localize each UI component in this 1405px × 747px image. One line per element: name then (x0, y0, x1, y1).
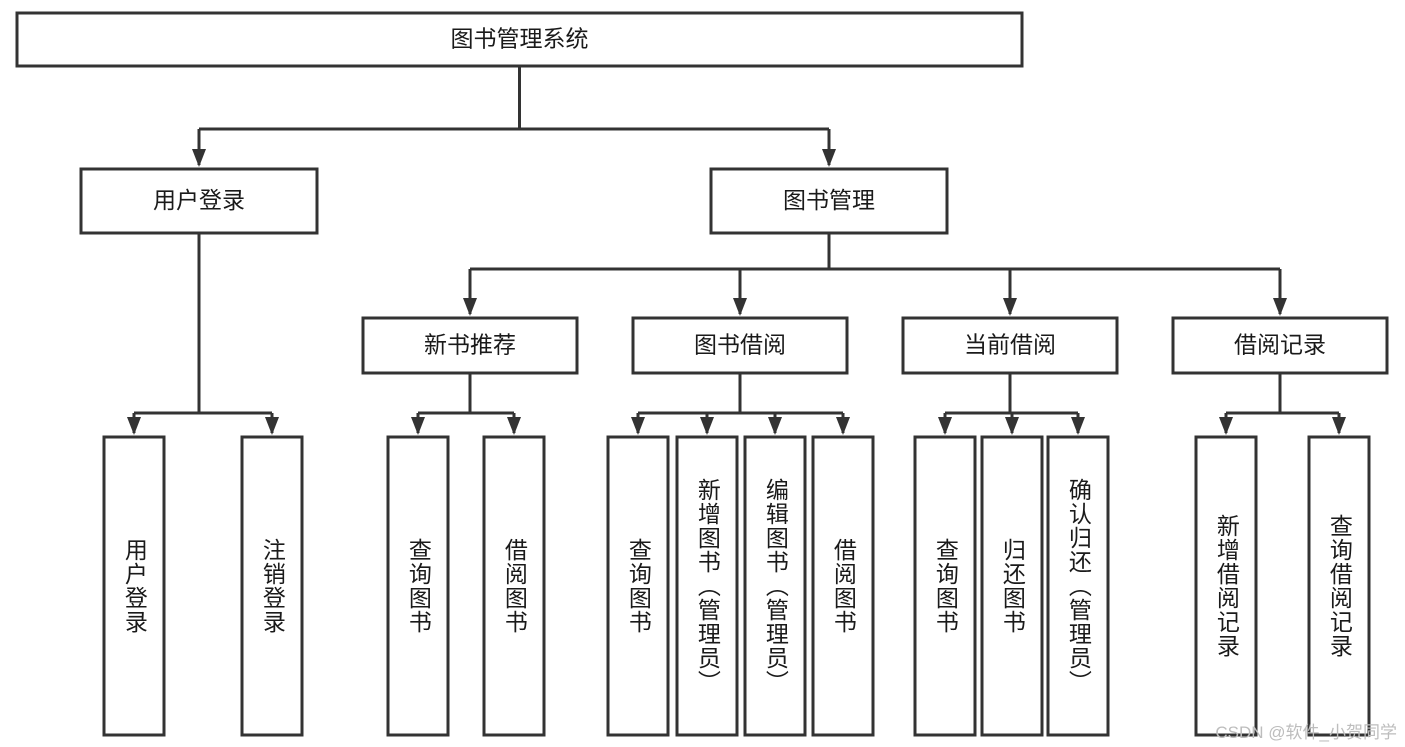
node-leaf-bb-add-book[interactable] (675, 435, 739, 737)
arrow-leaf-bb-borrow-book (836, 417, 850, 435)
node-leaf-cb-confirm-return[interactable] (1046, 435, 1110, 737)
level1-box[interactable] (709, 167, 949, 235)
node-leaf-user-logout[interactable] (240, 435, 304, 737)
level1-label: 图书管理 (783, 187, 875, 213)
arrow-leaf-bb-add-book (700, 417, 714, 435)
level2-label: 新书推荐 (424, 332, 516, 358)
leaf-box[interactable] (743, 435, 807, 737)
leaf-box[interactable] (240, 435, 304, 737)
leaf-box[interactable] (606, 435, 670, 737)
arrow-leaf-cb-return-book (1005, 417, 1019, 435)
leaf-box[interactable] (980, 435, 1044, 737)
arrow-current-borrow (1003, 298, 1017, 316)
arrow-borrow-record (1273, 298, 1287, 316)
node-current-borrow[interactable]: 当前借阅 (901, 316, 1119, 375)
leaf-box[interactable] (811, 435, 875, 737)
arrow-book-manage (822, 149, 836, 167)
level2-box[interactable] (361, 316, 579, 375)
arrow-leaf-br-add-record (1219, 417, 1233, 435)
leaf-box[interactable] (102, 435, 166, 737)
node-leaf-br-add-record[interactable] (1194, 435, 1258, 737)
node-root[interactable]: 图书管理系统 (15, 11, 1024, 68)
node-leaf-bb-borrow-book[interactable] (811, 435, 875, 737)
leaf-box[interactable] (1307, 435, 1371, 737)
leaf-box[interactable] (1046, 435, 1110, 737)
level2-box[interactable] (1171, 316, 1389, 375)
node-user-login[interactable]: 用户登录 (79, 167, 319, 235)
level2-label: 当前借阅 (964, 332, 1056, 358)
arrow-book-borrow (733, 298, 747, 316)
arrow-leaf-user-login (127, 417, 141, 435)
arrow-leaf-rec-query-book (411, 417, 425, 435)
node-leaf-bb-edit-book[interactable] (743, 435, 807, 737)
node-book-manage[interactable]: 图书管理 (709, 167, 949, 235)
level2-box[interactable] (901, 316, 1119, 375)
node-leaf-br-query-record[interactable] (1307, 435, 1371, 737)
level2-box[interactable] (631, 316, 849, 375)
arrow-leaf-br-query-record (1332, 417, 1346, 435)
arrow-leaf-rec-borrow-book (507, 417, 521, 435)
node-leaf-rec-borrow-book[interactable] (482, 435, 546, 737)
level1-box[interactable] (79, 167, 319, 235)
arrow-leaf-cb-query-book (938, 417, 952, 435)
root-label: 图书管理系统 (451, 26, 589, 52)
connector-lines (127, 66, 1346, 435)
node-leaf-cb-query-book[interactable] (913, 435, 977, 737)
leaf-box[interactable] (675, 435, 739, 737)
arrow-leaf-bb-edit-book (768, 417, 782, 435)
arrow-leaf-bb-query-book (631, 417, 645, 435)
root-box[interactable] (15, 11, 1024, 68)
node-book-borrow[interactable]: 图书借阅 (631, 316, 849, 375)
arrow-user-login (192, 149, 206, 167)
leaf-box[interactable] (913, 435, 977, 737)
level2-label: 图书借阅 (694, 332, 786, 358)
node-new-book-recommend[interactable]: 新书推荐 (361, 316, 579, 375)
leaf-box[interactable] (386, 435, 450, 737)
node-leaf-user-login[interactable] (102, 435, 166, 737)
level1-label: 用户登录 (153, 187, 245, 213)
node-leaf-rec-query-book[interactable] (386, 435, 450, 737)
node-leaf-bb-query-book[interactable] (606, 435, 670, 737)
arrow-new-book-recommend (463, 298, 477, 316)
node-borrow-record[interactable]: 借阅记录 (1171, 316, 1389, 375)
leaf-box[interactable] (482, 435, 546, 737)
node-leaf-cb-return-book[interactable] (980, 435, 1044, 737)
level2-label: 借阅记录 (1234, 332, 1326, 358)
arrow-leaf-user-logout (265, 417, 279, 435)
leaf-box[interactable] (1194, 435, 1258, 737)
watermark-text: CSDN @软件_小贺同学 (1215, 723, 1397, 742)
arrow-leaf-cb-confirm-return (1071, 417, 1085, 435)
